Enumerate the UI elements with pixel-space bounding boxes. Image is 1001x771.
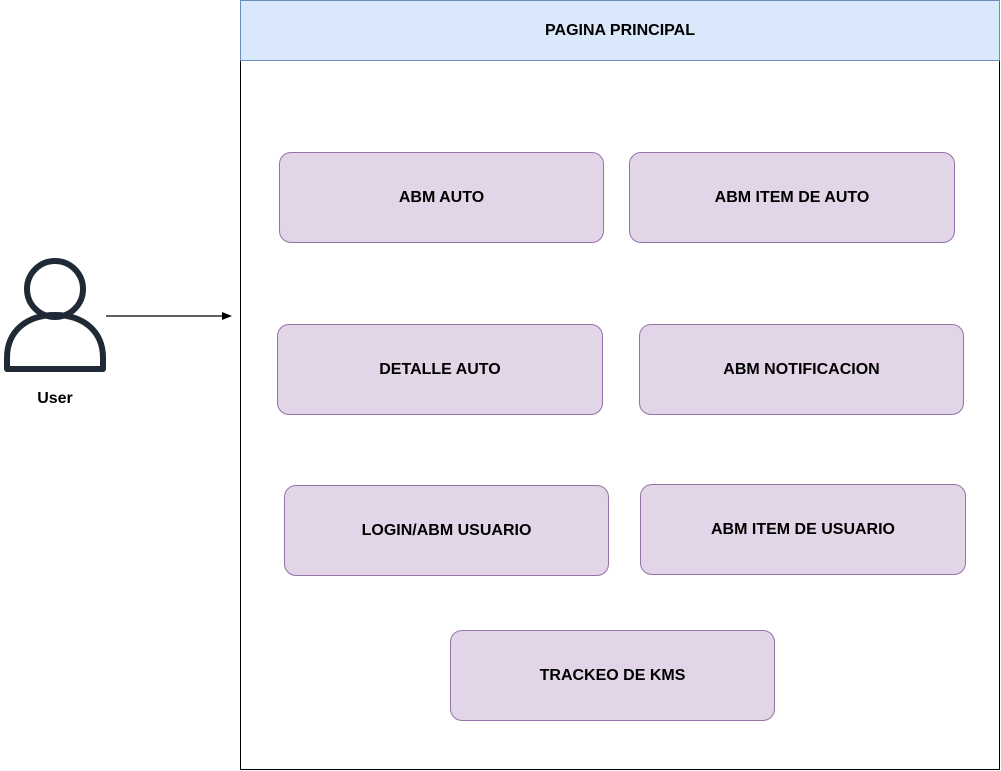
arrow-head — [222, 312, 232, 320]
arrow-connector — [106, 312, 232, 320]
user-icon — [4, 258, 106, 372]
user-body — [4, 312, 106, 372]
module-login-abm-usuario[interactable]: LOGIN/ABM USUARIO — [284, 485, 609, 576]
module-abm-auto[interactable]: ABM AUTO — [279, 152, 604, 243]
actor-label: User — [37, 390, 73, 407]
module-trackeo-de-kms[interactable]: TRACKEO DE KMS — [450, 630, 775, 721]
module-abm-item-de-usuario[interactable]: ABM ITEM DE USUARIO — [640, 484, 966, 575]
user-head — [24, 258, 86, 320]
main-page-header: PAGINA PRINCIPAL — [240, 0, 1000, 61]
module-abm-notificacion[interactable]: ABM NOTIFICACION — [639, 324, 964, 415]
module-abm-item-de-auto[interactable]: ABM ITEM DE AUTO — [629, 152, 955, 243]
module-detalle-auto[interactable]: DETALLE AUTO — [277, 324, 603, 415]
